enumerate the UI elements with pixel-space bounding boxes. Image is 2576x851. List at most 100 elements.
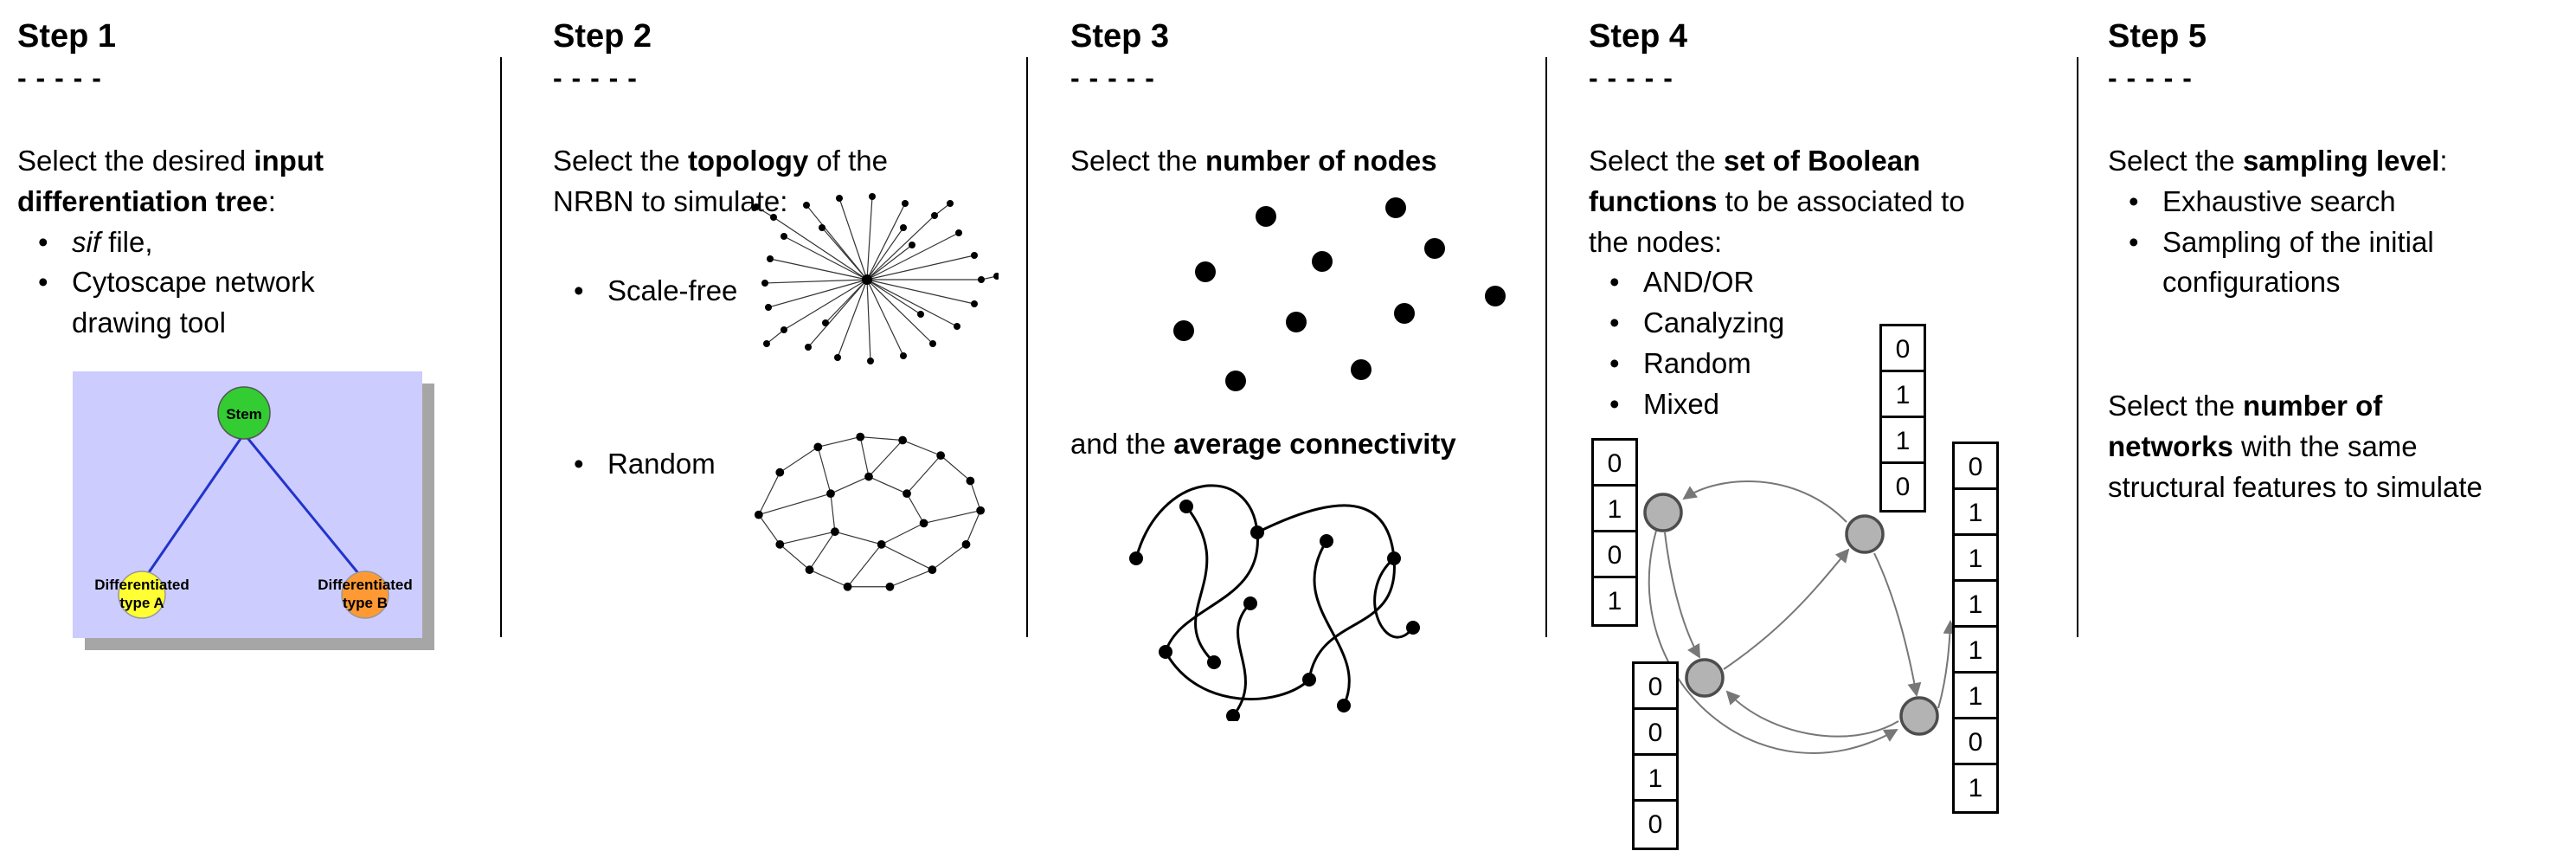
truth-table-cell: 1 bbox=[1955, 536, 1996, 582]
bullet-item-random: Random bbox=[553, 415, 739, 616]
truth-table-cell: 0 bbox=[1594, 441, 1635, 487]
step-1-dashes: - - - - - bbox=[17, 61, 102, 93]
random-row: Random bbox=[553, 415, 1025, 616]
bullet-text: Scale-free bbox=[607, 274, 738, 306]
truth-table-cell: 1 bbox=[1594, 487, 1635, 532]
text-run: set of Boolean bbox=[1723, 144, 1921, 177]
truth-table-cell: 0 bbox=[1882, 326, 1924, 372]
bullet-item-scale-free: Scale-free bbox=[553, 224, 739, 390]
scale-free-network-graphic bbox=[753, 192, 999, 364]
network-node bbox=[1643, 493, 1683, 532]
text-run: Select the bbox=[1589, 144, 1724, 177]
truth-table-cell: 1 bbox=[1955, 582, 1996, 628]
text-run: Select the bbox=[2108, 390, 2243, 422]
text-run: Select the bbox=[2108, 144, 2243, 177]
column-divider bbox=[1026, 57, 1028, 637]
step-5-panel: Step 5 - - - - - Select the sampling lev… bbox=[2108, 18, 2575, 508]
truth-table-cell: 0 bbox=[1955, 444, 1996, 490]
truth-table-bottom: 0 0 1 0 bbox=[1632, 661, 1679, 850]
truth-table-cell: 1 bbox=[1955, 674, 1996, 719]
text-run: topology bbox=[687, 144, 809, 177]
text-run: : bbox=[267, 184, 276, 217]
text-run: of the bbox=[808, 144, 888, 177]
step-4-title: Step 4 bbox=[1589, 18, 1688, 55]
step-5-dashes: - - - - - bbox=[2108, 61, 2193, 93]
type-b-label-line2: type B bbox=[343, 595, 388, 611]
text-run: average connectivity bbox=[1173, 427, 1456, 460]
scale-free-row: Scale-free bbox=[553, 192, 1025, 390]
scale-free-nodes bbox=[753, 192, 999, 364]
truth-table-cell: 1 bbox=[1635, 756, 1676, 802]
bullet-item-sampling: Sampling of the initial configurations bbox=[2108, 222, 2575, 304]
bullet-text: Mixed bbox=[1643, 387, 1720, 420]
tangle-curves bbox=[1134, 483, 1415, 717]
step-4-dashes: - - - - - bbox=[1589, 61, 1673, 93]
differentiation-tree-graphic: Stem Differentiated type A Differentiate… bbox=[73, 371, 434, 651]
connectivity-tangle-graphic bbox=[1129, 483, 1420, 721]
text-run: Select the desired bbox=[17, 144, 254, 177]
network-node bbox=[1685, 658, 1725, 698]
bullet-text: Random bbox=[1643, 347, 1751, 380]
truth-table-cell: 0 bbox=[1648, 810, 1663, 839]
bullet-item-exhaustive: Exhaustive search bbox=[2108, 182, 2575, 222]
bullet-marker bbox=[1589, 262, 1643, 303]
column-divider bbox=[500, 57, 502, 637]
bullet-marker bbox=[17, 262, 72, 344]
text-run: file, bbox=[100, 225, 153, 258]
bullet-marker bbox=[17, 222, 72, 263]
step-5-intro: Select the sampling level: bbox=[2108, 141, 2575, 182]
bullet-text: Exhaustive search bbox=[2162, 184, 2396, 217]
text-run: input bbox=[254, 144, 324, 177]
bullet-item-sif-file: sif file, bbox=[17, 222, 489, 263]
step-2-dashes: - - - - - bbox=[553, 61, 638, 93]
text-run: networks bbox=[2108, 430, 2233, 463]
bullet-text: Sampling of the initial configurations bbox=[2162, 222, 2575, 304]
text-run: Sampling of the initial bbox=[2162, 225, 2434, 258]
text-run: Select the bbox=[1070, 144, 1205, 177]
text-run: number of bbox=[2242, 390, 2383, 422]
truth-table-cell: 1 bbox=[1607, 587, 1622, 616]
network-node bbox=[1899, 696, 1939, 736]
bullet-item-random-fn: Random bbox=[1589, 344, 2065, 384]
step-3-dashes: - - - - - bbox=[1070, 61, 1155, 93]
text-run: sif bbox=[72, 225, 100, 258]
truth-table-cell: 1 bbox=[1955, 628, 1996, 674]
bullet-item-mixed: Mixed bbox=[1589, 384, 2065, 425]
truth-table-cell: 0 bbox=[1955, 719, 1996, 765]
bullet-text: AND/OR bbox=[1643, 266, 1755, 299]
type-a-node bbox=[118, 571, 166, 619]
truth-table-cell: 1 bbox=[1955, 490, 1996, 536]
type-a-label-line2: type A bbox=[119, 595, 164, 611]
bullet-marker bbox=[2108, 182, 2162, 222]
bullet-text: sif file, bbox=[72, 222, 489, 263]
tangle-dots bbox=[1129, 499, 1420, 721]
text-run: to be associated to bbox=[1717, 184, 1965, 217]
truth-table-cell: 1 bbox=[1968, 774, 1983, 803]
step-4-bullet-list: AND/OR Canalyzing Random Mixed bbox=[1589, 262, 2065, 424]
bullet-marker bbox=[553, 444, 607, 616]
network-nodes bbox=[1643, 493, 1939, 736]
bullet-marker bbox=[2108, 222, 2162, 304]
step-1-panel: Step 1 - - - - - Select the desired inpu… bbox=[17, 18, 489, 661]
boolean-network-graphic: 0 1 0 1 0 1 1 0 0 0 1 0 0 1 1 1 bbox=[1589, 314, 2004, 851]
boolean-network-canvas bbox=[1643, 480, 1957, 754]
random-nodes bbox=[754, 432, 986, 591]
truth-table-left: 0 1 0 1 bbox=[1591, 438, 1638, 627]
step-5-bullet-list: Exhaustive search Sampling of the initia… bbox=[2108, 182, 2575, 304]
text-run: configurations bbox=[2162, 266, 2341, 299]
scale-free-edges bbox=[755, 196, 998, 361]
network-arrows bbox=[1648, 480, 1957, 754]
step-3-panel: Step 3 - - - - - Select the number of no… bbox=[1070, 18, 1542, 721]
type-a-label-line1: Differentiated bbox=[94, 577, 190, 593]
truth-table-right: 0 1 1 1 1 1 0 1 bbox=[1952, 442, 1999, 814]
step-5-title: Step 5 bbox=[2108, 18, 2207, 55]
text-run: number of nodes bbox=[1204, 144, 1437, 177]
truth-table-cell: 1 bbox=[1882, 372, 1924, 418]
text-run: and the bbox=[1070, 427, 1174, 460]
column-divider bbox=[1545, 57, 1547, 637]
step-4-panel: Step 4 - - - - - Select the set of Boole… bbox=[1589, 18, 2065, 850]
truth-table-top: 0 1 1 0 bbox=[1879, 324, 1926, 513]
random-network-graphic bbox=[754, 432, 986, 591]
